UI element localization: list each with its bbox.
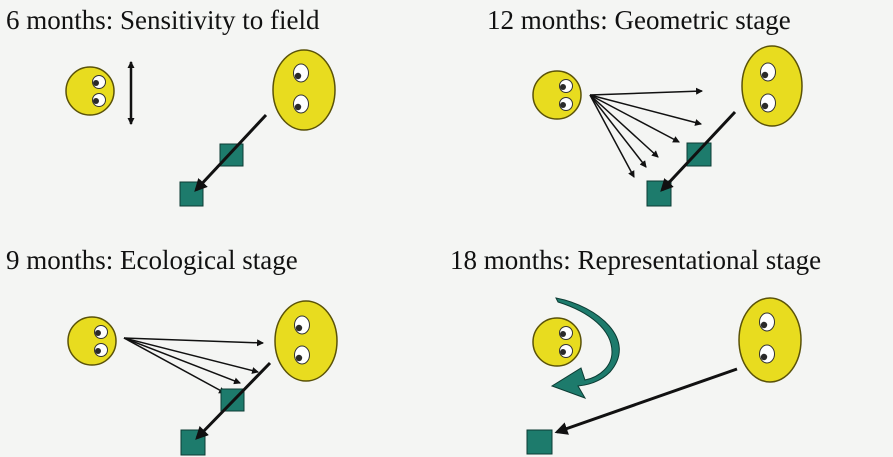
infant-face-icon (67, 316, 117, 366)
panel-12-months: 12 months: Geometric stage (487, 5, 803, 207)
target-square-icon (686, 142, 712, 167)
target-square-icon (526, 429, 553, 455)
panel-title-6-months: 6 months: Sensitivity to field (6, 5, 320, 35)
panel-title-12-months: 12 months: Geometric stage (487, 5, 791, 35)
panel-title-9-months: 9 months: Ecological stage (6, 245, 298, 275)
target-square-icon (180, 429, 206, 456)
panel-6-months: 6 months: Sensitivity to field (6, 5, 336, 207)
adult-face-icon (274, 300, 338, 382)
adult-face-icon (738, 297, 802, 383)
gaze-arrow-icon (194, 113, 268, 192)
infant-face-icon (532, 317, 582, 367)
panel-18-months: 18 months: Representational stage (450, 245, 821, 455)
target-square-icon (219, 143, 244, 167)
panel-title-18-months: 18 months: Representational stage (450, 245, 821, 275)
attention-fan-icon (589, 87, 704, 178)
curved-arrow-icon (550, 297, 620, 399)
gaze-arrow-icon (660, 110, 737, 192)
infant-face-icon (65, 66, 115, 116)
adult-face-icon (272, 49, 336, 131)
gaze-arrow-icon (195, 361, 272, 440)
panel-9-months: 9 months: Ecological stage (6, 245, 338, 456)
infant-face-icon (532, 70, 582, 120)
gaze-arrow-icon (554, 367, 738, 435)
attention-fan-icon (123, 337, 265, 394)
adult-face-icon (741, 45, 803, 127)
